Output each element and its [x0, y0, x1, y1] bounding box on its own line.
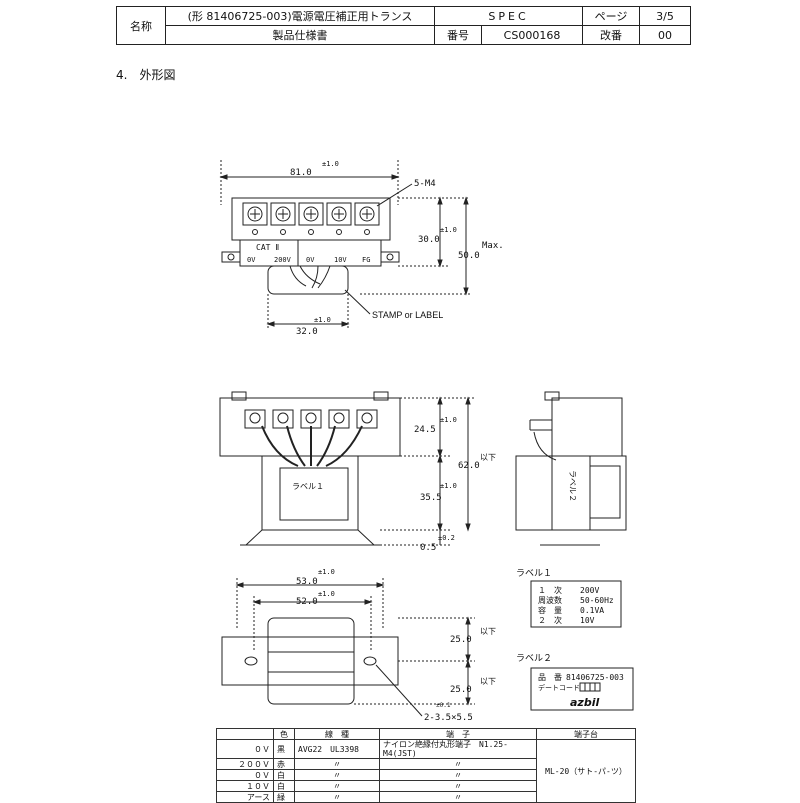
dim-height-terminal-tol: ±1.0	[440, 226, 457, 234]
wire-row1-color: 赤	[273, 758, 295, 770]
label1-v0: 200V	[580, 586, 599, 595]
dim-terminal-tol: ±1.0	[440, 416, 457, 424]
page-value: 3/5	[639, 6, 691, 26]
terminal-screws	[242, 202, 380, 235]
wire-header-4: 端子台	[536, 728, 636, 740]
dim-slot-tol: ±0.1	[436, 702, 451, 709]
wire-row3-terminal: 〃	[379, 780, 537, 792]
label1-k1: 周波数	[538, 595, 562, 605]
dim-height-max-note: Max.	[482, 241, 504, 251]
wire-header-3: 端 子	[379, 728, 537, 740]
dim-inner-tol: ±1.0	[318, 590, 335, 598]
wire-table: 色 線 種 端 子 端子台 ０Ｖ 黒 AVG22 UL3398 ナイロン絶縁付丸…	[216, 728, 636, 803]
stamp-label: STAMP or LABEL	[372, 310, 443, 320]
wire-row2-color: 白	[273, 769, 295, 781]
header-table: 名称 (形 81406725-003)電源電圧補正用トランス SPEC ページ …	[116, 6, 691, 45]
terminal-label-4: FG	[362, 256, 370, 264]
label1-v3: 10V	[580, 616, 595, 625]
wire-row3-color: 白	[273, 780, 295, 792]
number-label: 番号	[434, 25, 482, 45]
dim-total: 62.0	[458, 461, 480, 471]
wire-row0-terminal: ナイロン絶縁付丸形端子 N1.25-M4(JST)	[379, 739, 537, 759]
terminal-label-0: 0V	[247, 256, 256, 264]
azbil-logo: azbil	[570, 696, 599, 709]
dim-outer-tol: ±1.0	[318, 568, 335, 576]
dim-width-tol: ±1.0	[322, 160, 339, 168]
dim-height-max: 50.0	[458, 251, 480, 261]
wire-row4-term: アース	[216, 791, 274, 803]
dim-outer: 53.0	[296, 577, 318, 587]
wire-row2-terminal: 〃	[379, 769, 537, 781]
wire-row1-terminal: 〃	[379, 758, 537, 770]
dim-body: 35.5	[420, 493, 442, 503]
wire-row4-type: 〃	[294, 791, 380, 803]
dim-foot-tol: ±0.2	[438, 534, 455, 542]
revision-label: 改番	[582, 25, 640, 45]
dim-slot: 2-3.5×5.5	[424, 713, 473, 723]
dim-height-terminal: 30.0	[418, 235, 440, 245]
label2-box: ラベル２ 品 番 81406725-003 デートコード azbil	[516, 653, 634, 711]
label1-k2: 容 量	[538, 605, 562, 615]
dim-inner: 52.0	[296, 597, 318, 607]
label1-k0: １ 次	[538, 585, 562, 595]
wire-row3-term: １０Ｖ	[216, 780, 274, 792]
label1-title: ラベル１	[516, 568, 552, 579]
wire-row2-term: ０Ｖ	[216, 769, 274, 781]
terminal-label-1: 200V	[274, 256, 292, 264]
wire-header-2: 線 種	[294, 728, 380, 740]
dim-body-tol: ±1.0	[440, 482, 457, 490]
name-label: 名称	[116, 6, 166, 45]
wire-row3-type: 〃	[294, 780, 380, 792]
wire-header-1: 色	[273, 728, 295, 740]
wire-row2-type: 〃	[294, 769, 380, 781]
dim-half-lower: 25.0	[450, 685, 472, 695]
wire-row4-color: 緑	[273, 791, 295, 803]
wire-row0-term: ０Ｖ	[216, 739, 274, 759]
wire-header-0	[216, 728, 274, 740]
number-value: CS000168	[481, 25, 583, 45]
label2-mark: ラベル２	[568, 470, 577, 502]
dim-half-upper-note: 以下	[480, 627, 496, 636]
wire-row0-type: AVG22 UL3398	[294, 739, 380, 759]
wire-terminal-block: ML-20（サト-パ-ツ）	[536, 739, 636, 803]
label1-v1: 50-60Hz	[580, 596, 614, 605]
label1-k3: ２ 次	[538, 615, 562, 625]
revision-value: 00	[639, 25, 691, 45]
label1-box: ラベル１ １ 次 200V 周波数 50-60Hz 容 量 0.1VA ２ 次 …	[516, 568, 622, 628]
terminal-label-3: 10V	[334, 256, 347, 264]
wire-row1-term: ２００Ｖ	[216, 758, 274, 770]
label2-date-label: デートコード	[538, 683, 580, 692]
dim-terminal: 24.5	[414, 425, 436, 435]
product-line1: (形 81406725-003)電源電圧補正用トランス	[165, 6, 435, 26]
front-view: ラベル１ 24.5 ±1.0 62.0 以下 35.5 ±1.0 0.5 ±0.…	[219, 391, 627, 553]
dim-half-upper: 25.0	[450, 635, 472, 645]
label1-v2: 0.1VA	[580, 606, 604, 615]
wire-row4-terminal: 〃	[379, 791, 537, 803]
label1-mark: ラベル１	[292, 482, 324, 491]
dim-core: 32.0	[296, 327, 318, 337]
dim-core-tol: ±1.0	[314, 316, 331, 324]
label2-part-label: 品 番	[538, 672, 562, 682]
dim-half-lower-note: 以下	[480, 677, 496, 686]
terminal-label-2: 0V	[306, 256, 315, 264]
product-line2: 製品仕様書	[165, 25, 435, 45]
top-view: 81.0 ±1.0 5-M4 CAT Ⅱ 0V 200V 0V 10V FG	[219, 160, 504, 337]
label2-part-value: 81406725-003	[566, 673, 624, 682]
dim-total-note: 以下	[480, 453, 496, 462]
dim-width: 81.0	[290, 168, 312, 178]
label2-title: ラベル２	[516, 653, 552, 664]
wire-row0-color: 黒	[273, 739, 295, 759]
bottom-view: 53.0 ±1.0 52.0 ±1.0 25.0 以下 25.0 以下 2-3.…	[221, 568, 496, 723]
cat-label: CAT Ⅱ	[256, 243, 279, 252]
dim-foot: 0.5	[420, 543, 436, 553]
wire-row1-type: 〃	[294, 758, 380, 770]
section-title: 4. 外形図	[116, 68, 176, 82]
terminal-screws-label: 5-M4	[414, 179, 436, 189]
